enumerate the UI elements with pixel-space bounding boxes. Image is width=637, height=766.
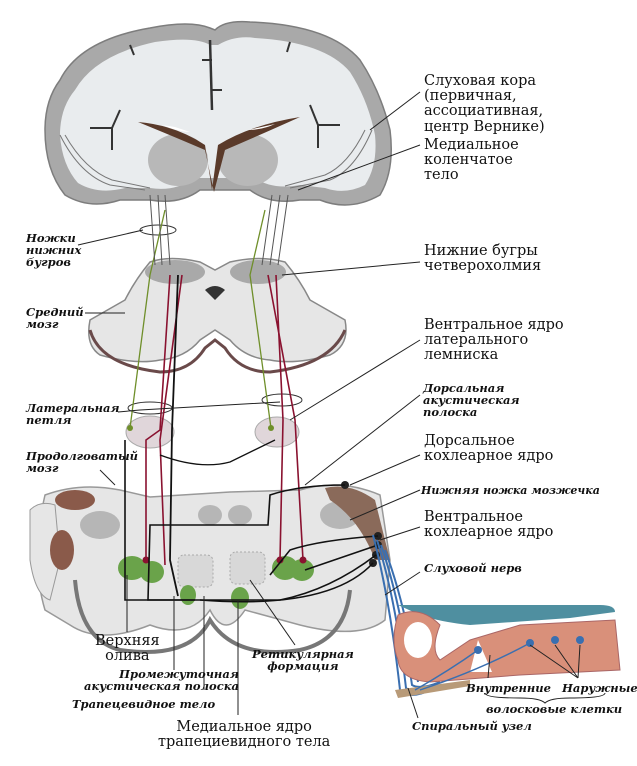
label-line: лемниска — [424, 347, 499, 364]
label-line: Наружные — [562, 681, 637, 695]
label-medial-nucleus-trapezoid: Медиальное ядро трапециевидного тела — [158, 719, 331, 751]
label-medial-geniculate: Медиальное коленчатое тело — [424, 137, 519, 184]
label-spiral-ganglion: Спиральный узел — [412, 720, 532, 732]
label-line: коленчатое — [424, 152, 513, 169]
label-inferior-colliculi: Нижние бугры четверохолмия — [424, 243, 542, 275]
label-line: Вентральное ядро — [424, 317, 564, 333]
label-line: Слуховой нерв — [424, 561, 522, 575]
label-line: Трапецевидное тело — [72, 697, 216, 711]
label-line: кохлеарное ядро — [424, 448, 554, 465]
label-line: Нижняя ножка мозжечка — [421, 484, 600, 497]
label-line: центр Вернике) — [424, 118, 545, 135]
label-line: Продолговатый — [26, 449, 139, 463]
leader-lines — [77, 91, 606, 719]
label-line: трапециевидного тела — [158, 734, 331, 751]
label-inferior-cerebellar-peduncle: Нижняя ножка мозжечка — [421, 485, 600, 497]
label-superior-olive: Верхняя олива — [95, 633, 160, 665]
label-line: Ретикулярная — [252, 647, 354, 661]
label-dorsal-cochlear-nucleus: Дорсальное кохлеарное ядро — [424, 433, 554, 465]
label-line: мозг — [26, 461, 59, 476]
label-line: акустическая полоска — [84, 679, 239, 694]
label-line: (первичная, — [424, 88, 517, 105]
label-hair-cells: волосковые клетки — [486, 703, 622, 715]
label-line: нижних — [26, 243, 82, 258]
label-line: олива — [105, 648, 150, 665]
label-line: латерального — [424, 332, 529, 349]
label-line: тело — [424, 167, 459, 184]
label-brachium-inferior-colliculi: Ножки нижних бугров — [26, 232, 81, 268]
label-midbrain: Средний мозг — [26, 306, 84, 330]
label-line: четверохолмия — [424, 258, 542, 275]
label-line: Дорсальное — [424, 433, 515, 449]
label-line: акустическая — [423, 393, 520, 408]
label-dorsal-acoustic-stria: Дорсальная акустическая полоска — [423, 382, 520, 418]
label-line: Верхняя — [95, 633, 160, 649]
label-line: Средний — [26, 305, 84, 319]
label-auditory-nerve: Слуховой нерв — [424, 562, 522, 574]
label-line: Внутренние — [466, 681, 551, 695]
label-intermediate-acoustic-stria: Промежуточная акустическая полоска — [84, 668, 239, 692]
pons-section — [29, 481, 391, 654]
label-ventral-cochlear-nucleus: Вентральное кохлеарное ядро — [424, 509, 554, 541]
label-inner-hair-cells: Внутренние — [466, 682, 551, 694]
label-line: Промежуточная — [119, 667, 239, 681]
label-line: Дорсальная — [423, 381, 505, 395]
label-line: петля — [26, 413, 72, 428]
label-line: кохлеарное ядро — [424, 524, 554, 541]
label-line: Спиральный узел — [412, 719, 532, 733]
label-line: формация — [267, 659, 339, 674]
label-line: волосковые клетки — [486, 702, 623, 716]
label-line: Ножки — [26, 231, 76, 245]
label-reticular-formation: Ретикулярная формация — [252, 648, 354, 672]
label-trapezoid-body: Трапецевидное тело — [72, 698, 215, 710]
label-line: Вентральное — [424, 509, 523, 525]
label-outer-hair-cells: Наружные — [562, 682, 637, 694]
label-auditory-cortex: Слуховая кора (первичная, ассоциативная,… — [424, 73, 545, 135]
label-line: ассоциативная, — [424, 103, 544, 120]
label-lateral-lemniscus: Латеральная петля — [26, 402, 120, 426]
label-line: Медиальное ядро — [176, 719, 312, 735]
label-ventral-nucleus-lateral-lemniscus: Вентральное ядро латерального лемниска — [424, 317, 564, 364]
label-line: Латеральная — [26, 401, 120, 415]
label-line: Нижние бугры — [424, 243, 538, 259]
organ-of-corti — [393, 605, 621, 698]
label-line: бугров — [26, 255, 71, 270]
label-medulla: Продолговатый мозг — [26, 450, 138, 474]
label-line: Слуховая кора — [424, 73, 537, 89]
label-line: Медиальное — [424, 137, 519, 153]
label-line: мозг — [26, 317, 59, 332]
midbrain-section — [88, 257, 347, 374]
cerebrum-section — [44, 20, 392, 206]
label-line: полоска — [423, 405, 478, 420]
